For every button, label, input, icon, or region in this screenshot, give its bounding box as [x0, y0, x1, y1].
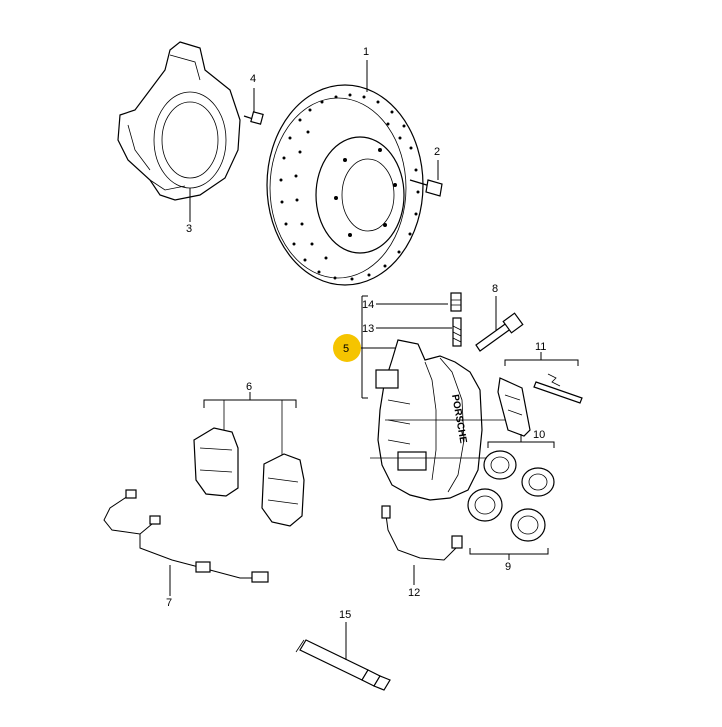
bolt-part-4[interactable] [243, 111, 264, 125]
pad-retaining-spring[interactable] [497, 377, 531, 437]
bleed-valve[interactable] [450, 292, 462, 312]
callout-label-11: 11 [535, 341, 546, 353]
callout-label-2: 2 [434, 146, 440, 158]
countersunk-screw[interactable] [409, 179, 443, 197]
callout-label-14: 14 [362, 299, 374, 311]
callout-label-3: 3 [186, 223, 192, 235]
piston-lower-right[interactable] [510, 508, 546, 542]
callout-label-4: 4 [250, 73, 256, 85]
callout-label-5: 5 [343, 343, 349, 355]
callout-label-6: 6 [246, 381, 252, 393]
callout-label-12: 12 [408, 587, 420, 599]
bleed-screw[interactable] [452, 317, 462, 347]
callout-label-1: 1 [363, 46, 369, 58]
wear-sensor-cable[interactable] [103, 489, 269, 583]
dust-shield[interactable] [117, 41, 241, 201]
callout-5-highlight[interactable]: 5 [333, 334, 361, 362]
brake-hose[interactable] [381, 505, 463, 561]
grease-tube[interactable] [295, 639, 391, 691]
disc-drill-holes [279, 93, 420, 281]
callout-label-15: 15 [339, 609, 351, 621]
callout-label-10: 10 [533, 429, 545, 441]
piston-seal-upper-right[interactable] [521, 467, 555, 497]
piston-seal-upper-left[interactable] [483, 450, 517, 480]
caliper-bolt[interactable] [475, 312, 524, 352]
brake-pad-right[interactable] [261, 453, 305, 527]
brake-disc[interactable] [266, 84, 424, 286]
callout-label-9: 9 [505, 561, 511, 573]
brake-pad-left[interactable] [193, 427, 239, 497]
piston-lower-left[interactable] [467, 488, 503, 522]
pad-retaining-pin[interactable] [533, 373, 583, 404]
callout-label-13: 13 [362, 323, 374, 335]
callout-label-8: 8 [492, 283, 498, 295]
callout-label-7: 7 [166, 597, 172, 609]
